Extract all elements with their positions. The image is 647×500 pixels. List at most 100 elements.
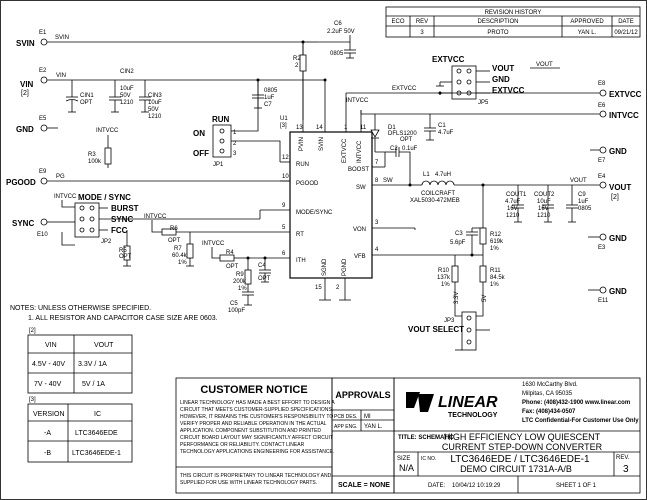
logo-brand: LINEAR <box>438 394 498 411</box>
ic-pin-pvin: PVIN <box>299 137 305 151</box>
r6-intvcc-label: INTVCC <box>144 214 167 220</box>
terminal-e9-label: E9 <box>39 169 47 175</box>
vout-net-label: VOUT <box>570 178 587 184</box>
mode-sync-option-label: SYNC <box>111 215 133 224</box>
linear-logo: LINEAR TECHNOLOGY <box>406 392 498 419</box>
table3-r1c1: -A <box>44 430 51 437</box>
jp5-title: EXTVCC <box>432 55 465 64</box>
cout1-ref: COUT1 <box>506 192 527 198</box>
extvcc-intvcc-rails: EXTVCC INTVCC E8 EXTVCC E6 INTVCC E7 GND <box>345 81 642 164</box>
cout1-voltage: 16V <box>507 206 518 212</box>
sw-net-label: SW <box>383 178 393 184</box>
mode-fcc-label: FCC <box>111 226 128 235</box>
r5-value: OPT <box>119 254 132 260</box>
port-vin-note: [2] <box>21 90 29 97</box>
c3-value: 5.6pF <box>450 240 466 246</box>
jp5-ref: JP5 <box>478 100 489 106</box>
ic-no-value: LTC3646EDE / LTC3646EDE-1 <box>450 454 590 465</box>
jp3-v33-label: 3.3V <box>454 292 460 304</box>
terminal-e7-label: E7 <box>598 158 606 164</box>
r11-tol: 1% <box>490 282 499 288</box>
cin3-value: 10uF <box>148 100 162 106</box>
notice-title: CUSTOMER NOTICE <box>200 384 307 396</box>
cin2-case: 1210 <box>120 100 134 106</box>
table2-r2c2: 5V / 1A <box>82 381 105 388</box>
table3-header-version: VERSION <box>33 411 65 418</box>
c6-value: 2.2uF <box>327 29 343 35</box>
terminal-e7 <box>599 146 607 154</box>
cin3-case: 1210 <box>148 114 162 120</box>
ic-pin-modesync: MODE/SYNC <box>296 210 333 216</box>
vin-vout-table: [2] VIN VOUT 4.5V - 40V 3.3V / 1A 7V - 4… <box>27 328 133 394</box>
input-capacitors: CIN1 OPT CIN2 10uF 50V 1210 CIN3 10uF 50… <box>65 69 162 120</box>
r4-intvcc-label: INTVCC <box>202 241 225 247</box>
logo-sub: TECHNOLOGY <box>448 412 498 419</box>
date-label: DATE: <box>428 483 446 489</box>
jp3-ref: JP3 <box>444 318 455 324</box>
ic-pin-pgnd: PGND <box>342 258 348 276</box>
ic-pin-no-14: 14 <box>316 125 323 131</box>
r9-value: 200k <box>233 279 247 285</box>
l1-part: XAL5030-472MEB <box>410 198 460 204</box>
r6-ref: R6 <box>170 226 178 232</box>
rev-label: REV. <box>616 455 630 461</box>
terminal-e5-label: E5 <box>39 116 47 122</box>
rev-value: 3 <box>623 464 629 475</box>
feedback-network: C3 5.6pF R12 619k 1% R10 137k 1% R11 84.… <box>408 183 506 351</box>
terminal-e11-label: E11 <box>598 298 609 304</box>
jp1-on-label: ON <box>193 129 205 138</box>
jp2-ref: JP2 <box>101 239 112 245</box>
jp1-off-label: OFF <box>193 149 209 158</box>
terminal-e11 <box>599 286 607 294</box>
terminal-e6 <box>599 110 607 118</box>
customer-notice: CUSTOMER NOTICE LINEAR TECHNOLOGY HAS MA… <box>175 377 335 494</box>
r5-ref: R5 <box>119 248 127 254</box>
notice-line3: HOWEVER, IT REMAINS THE CUSTOMER'S RESPO… <box>180 414 333 420</box>
ic-pin-run: RUN <box>296 162 309 168</box>
note-line2: 1. ALL RESISTOR AND CAPACITOR CASE SIZE … <box>28 315 218 322</box>
terminal-e4 <box>599 181 607 189</box>
c7-value: 1uF <box>264 95 275 101</box>
jp3-v5-label: 5V <box>482 295 488 302</box>
title-label: TITLE: SCHEMATIC <box>398 435 454 441</box>
cout2-value: 10uF <box>537 199 551 205</box>
extvcc-section: EXTVCC VOUT GND EXTVCC JP5 VOUT <box>432 55 560 106</box>
jp1-ref: JP1 <box>213 162 224 168</box>
d1-part: DFLS1200 <box>388 131 417 137</box>
cin2-ref: CIN2 <box>120 69 134 75</box>
port-vout-note: [2] <box>611 194 619 201</box>
cin3-voltage: 50V <box>148 107 159 113</box>
u1-note: [3] <box>280 123 287 129</box>
c7-ref: C7 <box>264 102 272 108</box>
cout2-ref: COUT2 <box>534 192 555 198</box>
rev-header-rev: REV <box>416 19 428 25</box>
port-svin-label: SVIN <box>16 39 35 48</box>
r2-c6: R2 2 C6 2.2uF 50V 0805 <box>293 21 356 120</box>
table2-r1c2: 3.3V / 1A <box>78 361 107 368</box>
title-block: LINEAR TECHNOLOGY 1630 McCarthy Blvd. Mi… <box>393 377 641 494</box>
mode-sync-section: MODE / SYNC INTVCC BURST SYNC FCC JP2 R5… <box>54 193 261 267</box>
rev-header-eco: ECO <box>391 19 404 25</box>
r6-value: OPT <box>168 238 181 244</box>
ic-pin-sgnd: SGND <box>322 258 328 276</box>
terminal-e8-label: E8 <box>598 81 606 87</box>
jp5-vout-label: VOUT <box>492 64 514 73</box>
r12-value: 619k <box>490 239 504 245</box>
notes: NOTES: UNLESS OTHERWISE SPECIFIED. 1. AL… <box>10 305 218 322</box>
app-eng-label: APP ENG. <box>334 424 358 430</box>
title-line2: CURRENT STEP-DOWN CONVERTER <box>442 442 603 452</box>
size-label: SIZE <box>397 456 410 462</box>
extvcc-net-label: EXTVCC <box>392 86 417 92</box>
ic-pin-sw: SW <box>356 185 366 191</box>
boost-network: D1 DFLS1200 OPT C1 4.7uF C2 0.1uF <box>370 114 454 187</box>
table3-r2c2: LTC3646EDE-1 <box>72 450 121 457</box>
port-gnd-right1-label: GND <box>609 147 627 156</box>
company-confidential: LTC Confidential-For Customer Use Only <box>522 418 639 424</box>
port-pgood-label: PGOOD <box>6 178 36 187</box>
port-gnd-right2-label: GND <box>609 234 627 243</box>
table3-r2c1: -B <box>44 450 51 457</box>
vout-select-label: VOUT SELECT <box>408 325 464 334</box>
rt-ith-network: INTVCC R6 OPT R7 60.4k 1% INTVCC R4 OPT … <box>144 214 271 314</box>
jp5-vout-net: VOUT <box>536 62 553 68</box>
terminal-e4-label: E4 <box>598 174 606 180</box>
